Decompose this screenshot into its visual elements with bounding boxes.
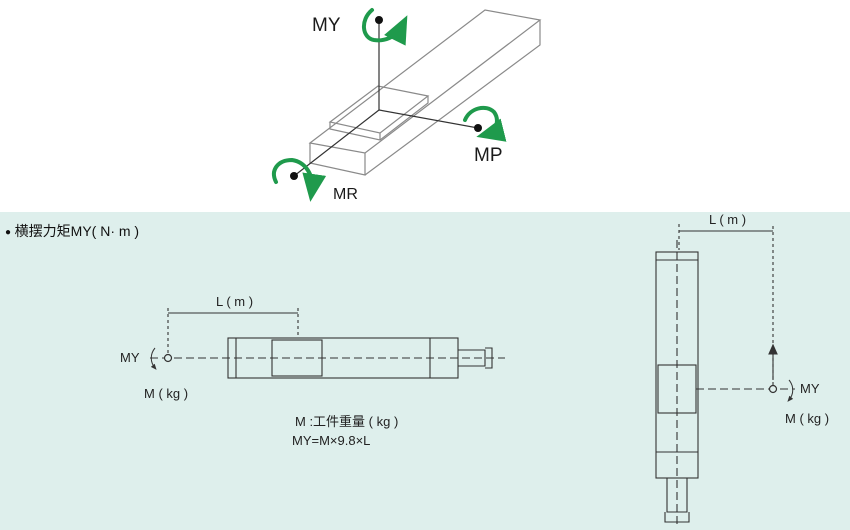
rail-front-face (309, 143, 366, 176)
moment-axes (293, 20, 479, 177)
note-line-2: MY=M×9.8×L (292, 433, 371, 448)
top-my-label: MY (312, 15, 341, 36)
axis-mr-line (293, 109, 380, 177)
note-line-1: M :工件重量 ( kg ) (295, 414, 399, 429)
top-mp-label: MP (474, 145, 503, 166)
left-horizontal-figure (150, 308, 505, 379)
left-load-point (163, 353, 173, 363)
axis-mp-line (378, 109, 479, 129)
my-rotation-arrow-icon (362, 8, 408, 46)
right-distance-label: L ( m ) (709, 212, 747, 227)
right-my-rotation-icon (787, 379, 794, 402)
section-title: 横摆力矩MY( N· m ) (14, 223, 140, 239)
left-moment-label: MY (120, 350, 140, 365)
left-my-rotation-icon (150, 347, 157, 370)
bullet-icon: ● (5, 227, 12, 238)
rail-side-face (364, 20, 541, 176)
mp-rotation-arrow-icon (463, 105, 507, 142)
section-header: ● 横摆力矩MY( N· m ) (5, 224, 139, 238)
axis-my-dot (375, 16, 383, 24)
left-distance-label: L ( m ) (216, 294, 254, 309)
right-load-point (768, 384, 778, 394)
top-mr-label: MR (333, 186, 358, 203)
mr-rotation-arrow-icon (272, 157, 327, 202)
right-mass-label: M ( kg ) (785, 411, 830, 426)
right-vertical-figure (655, 224, 795, 528)
left-mass-label: M ( kg ) (144, 386, 189, 401)
right-moment-label: MY (800, 381, 820, 396)
rail-top-face (308, 9, 542, 154)
axis-mr-dot (290, 172, 298, 180)
right-arrow-head-icon (768, 343, 778, 355)
left-shaft (458, 349, 486, 367)
axis-mp-dot (474, 124, 482, 132)
isometric-rail-figure (308, 9, 542, 176)
